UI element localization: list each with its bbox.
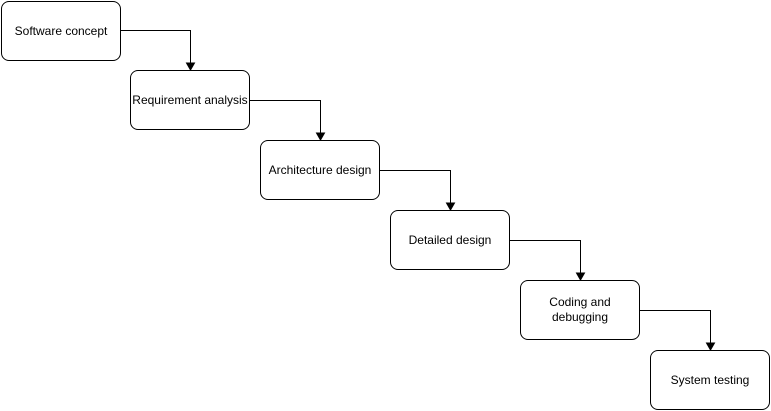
step-detailed-design: Detailed design (390, 210, 510, 270)
connector-3-4 (380, 170, 451, 204)
step-system-testing: System testing (650, 350, 770, 410)
arrowhead-4-5 (575, 272, 586, 282)
arrowhead-2-3 (315, 132, 326, 142)
arrowhead-3-4 (445, 202, 456, 212)
connector-4-5 (510, 240, 581, 274)
step-requirement-analysis: Requirement analysis (130, 70, 250, 130)
step-coding-and-debugging: Coding and debugging (520, 280, 640, 340)
connector-5-6 (640, 310, 711, 344)
arrowhead-1-2 (185, 62, 196, 72)
connector-1-2 (121, 30, 191, 64)
connector-2-3 (250, 100, 321, 134)
arrowhead-5-6 (705, 342, 716, 352)
step-software-concept: Software concept (1, 1, 121, 61)
step-architecture-design: Architecture design (260, 140, 380, 200)
